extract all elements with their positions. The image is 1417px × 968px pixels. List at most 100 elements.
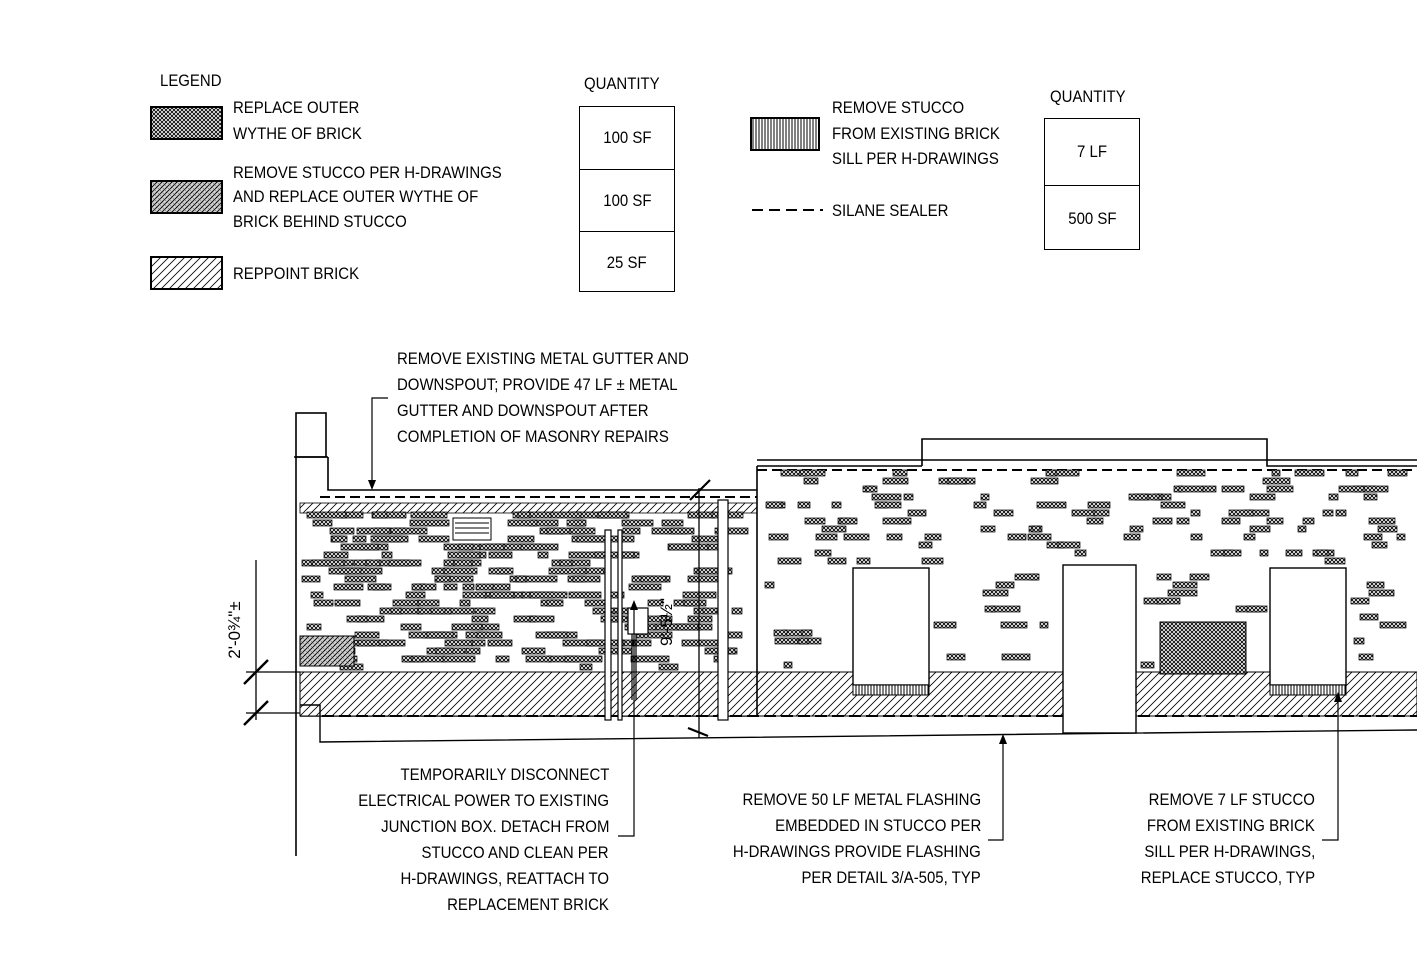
brick-patch (1345, 469, 1359, 477)
brick-patch (1030, 477, 1059, 485)
brick-patch (1140, 661, 1155, 669)
brick-patch (354, 631, 380, 639)
brick-patch (1156, 573, 1172, 581)
brick-patch (1223, 549, 1242, 557)
brick-patch (843, 533, 870, 541)
brick-patch (1322, 509, 1334, 517)
brick-patch (821, 525, 847, 533)
note-power-line-2: ELECTRICAL POWER TO EXISTING (358, 791, 609, 810)
brick-patch (597, 511, 628, 519)
legend2-item-1-line-1: REMOVE STUCCO (832, 98, 965, 117)
brick-patch (1262, 477, 1291, 485)
brick-patch (1249, 493, 1276, 501)
brick-patch (993, 509, 1014, 517)
brick-patch (566, 519, 587, 527)
brick-patch (1359, 613, 1379, 621)
brick-patch (529, 615, 555, 623)
note-power-line-3: JUNCTION BOX. DETACH FROM (380, 817, 609, 836)
brick-patch (668, 543, 709, 551)
brick-patch (1156, 597, 1181, 605)
brick-patch (475, 583, 494, 591)
note-gutter-line-2: DOWNSPOUT; PROVIDE 47 LF ± METAL (397, 375, 678, 394)
brick-patch (435, 647, 454, 655)
brick-patch (798, 637, 809, 645)
brick-patch (1036, 501, 1067, 509)
brick-patch (621, 535, 635, 543)
brick-patch (647, 599, 664, 607)
brick-patch (777, 557, 802, 565)
brick-patch (520, 543, 559, 551)
brick-patch (1266, 517, 1284, 525)
brick-patch (628, 583, 662, 591)
brick-patch (430, 607, 446, 615)
brick-patch (458, 543, 474, 551)
brick-patch (1129, 525, 1144, 533)
brick-patch (410, 511, 448, 519)
brick-patch (1123, 533, 1141, 541)
brick-patch (400, 623, 422, 631)
brick-patch (1178, 485, 1204, 493)
brick-patch (702, 607, 718, 615)
brick-patch (856, 557, 871, 565)
brick-patch (592, 607, 616, 615)
brick-patch (831, 501, 842, 509)
brick-patch (372, 511, 388, 519)
brick-patch (390, 527, 428, 535)
brick-patch (1027, 533, 1052, 541)
brick-patch (621, 519, 654, 527)
brick-patch (696, 567, 733, 575)
brick-patch (1007, 533, 1027, 541)
brick-patch (535, 631, 568, 639)
brick-patch (1167, 589, 1198, 597)
brick-patch (882, 477, 909, 485)
dimension-left-label: 2'-0¾"± (225, 601, 244, 658)
note-gutter-line-4: COMPLETION OF MASONRY REPAIRS (397, 427, 669, 446)
quantity-header-2: QUANTITY (1050, 87, 1126, 106)
brick-patch (640, 575, 667, 583)
sill-stucco-1 (852, 684, 930, 696)
brick-patch (1271, 469, 1281, 477)
brick-patch (474, 607, 496, 615)
note-gutter-line-1: REMOVE EXISTING METAL GUTTER AND (397, 349, 689, 368)
brick-patch (947, 477, 967, 485)
brick-patch (1324, 557, 1346, 565)
brick-patch (1328, 493, 1339, 501)
brick-patch (1371, 541, 1388, 549)
brick-patch (517, 511, 531, 519)
brick-patch (676, 623, 699, 631)
brick-patch (687, 615, 713, 623)
brick-patch (1316, 549, 1329, 557)
brick-patch (465, 647, 481, 655)
brick-patch (365, 559, 381, 567)
brick-patch (1071, 509, 1097, 517)
brick-patch (1246, 605, 1268, 613)
brick-patch (1031, 525, 1041, 533)
brick-patch (329, 527, 355, 535)
brick-patch (310, 591, 324, 599)
brick-patch (874, 501, 902, 509)
brick-patch (1221, 485, 1245, 493)
brick-patch (525, 655, 552, 663)
dimension-center-label: 9'-5½" (657, 598, 676, 646)
brick-patch (764, 581, 775, 589)
brick-patch (783, 661, 793, 669)
brick-patch (871, 493, 902, 501)
brick-patch (661, 519, 684, 527)
brick-patch (1377, 525, 1398, 533)
quantity-cell: 100 SF (602, 128, 652, 147)
brick-patch (487, 639, 513, 647)
brick-patch (346, 615, 368, 623)
brick-patch (344, 575, 377, 583)
brick-patch (331, 535, 348, 543)
brick-patch (1297, 525, 1307, 533)
brick-patch (471, 639, 486, 647)
brick-patch (451, 623, 483, 631)
legend-item-2-line-1: REMOVE STUCCO PER H-DRAWINGS (233, 163, 502, 182)
brick-patch (1045, 469, 1057, 477)
brick-patch (471, 615, 489, 623)
brick-patch (1368, 589, 1395, 597)
brick-patch (687, 575, 721, 583)
legend-item-1-line-2: WYTHE OF BRICK (233, 124, 362, 143)
downspouts (604, 499, 729, 721)
brick-patch (973, 501, 987, 509)
